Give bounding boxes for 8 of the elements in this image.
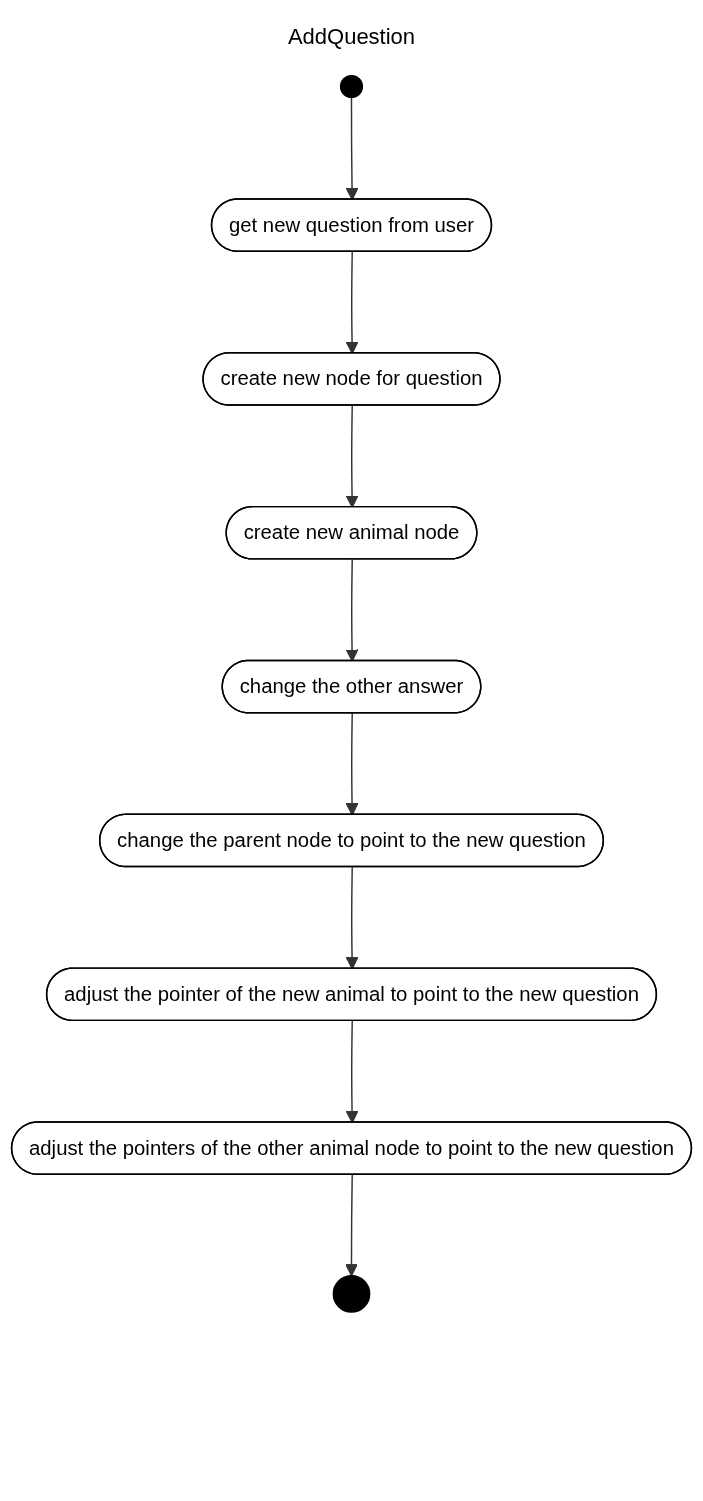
arrow [345, 558, 359, 662]
arrow [345, 1174, 358, 1277]
arrow [345, 712, 359, 816]
node-circle [339, 74, 364, 99]
diagram-title: AddQuestion [286, 23, 417, 51]
arrow [345, 866, 359, 970]
arrow [345, 405, 359, 508]
node-circle [332, 1275, 371, 1313]
